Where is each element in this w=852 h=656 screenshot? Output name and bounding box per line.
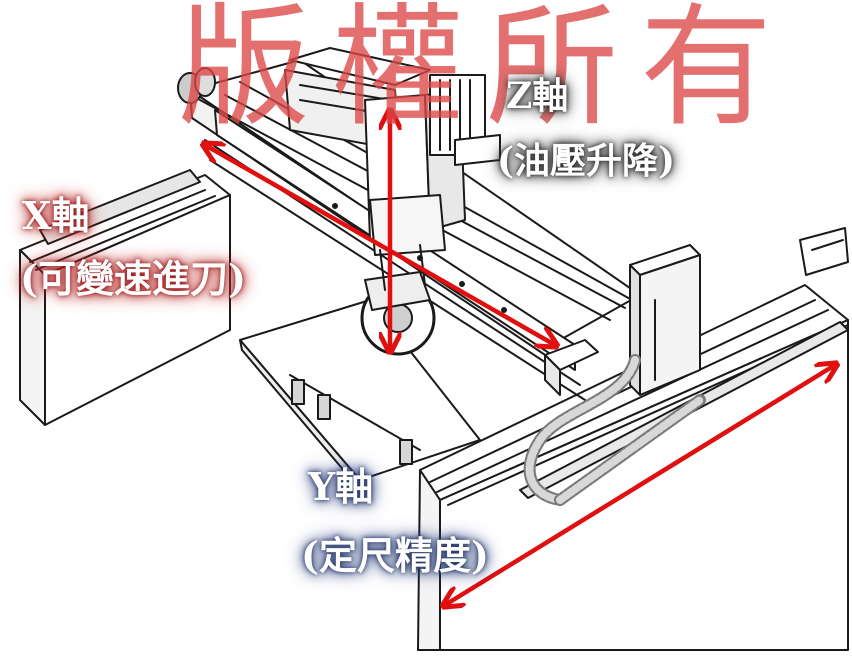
y-axis-description: (定尺精度) <box>301 533 489 578</box>
z-axis-name: Z軸 <box>506 75 569 117</box>
y-axis-arrow <box>445 365 835 605</box>
x-axis-description: (可變速進刀) <box>20 256 246 301</box>
z-axis-description: (油壓升降) <box>497 140 676 182</box>
left-base <box>19 169 231 426</box>
x-axis-name: X軸 <box>22 193 90 238</box>
y-axis-name: Y軸 <box>308 464 374 509</box>
